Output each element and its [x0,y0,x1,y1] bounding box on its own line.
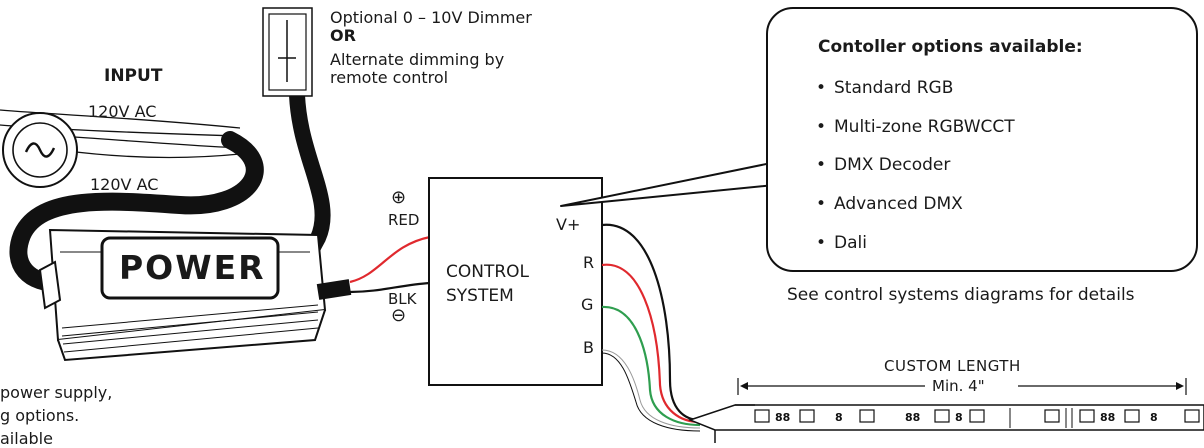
black-wire [349,281,431,294]
ac-plug-icon [0,109,241,188]
plus-symbol: ⊕ [391,187,407,208]
control-line1: CONTROL [446,262,530,282]
dimmer-alternate-label: Alternate dimming by [330,50,505,69]
callout-item-standard-rgb: •Standard RGB [816,78,954,98]
svg-text:8: 8 [1150,411,1158,424]
svg-text:88: 88 [905,411,920,424]
blk-label: BLK [388,290,417,308]
terminal-vplus: V+ [556,215,581,234]
terminal-r: R [583,253,595,272]
b-wire-2 [601,352,701,432]
min-length-label: Min. 4" [932,377,985,395]
terminal-b: B [583,338,594,357]
power-supply-icon [38,228,327,362]
power-output-cable [316,279,352,300]
vplus-wire [601,223,701,422]
dimmer-switch-icon [262,7,313,97]
custom-length-label: CUSTOM LENGTH [884,357,1021,375]
control-box [428,177,603,386]
callout-box [766,7,1198,272]
led-strip-icon: 88 8 88 8 88 8 [687,404,1204,443]
control-line2: SYSTEM [446,286,514,306]
dimmer-optional-label: Optional 0 – 10V Dimmer [330,8,532,27]
r-wire [601,263,701,424]
svg-text:88: 88 [1100,411,1115,424]
input-title: INPUT [104,66,163,86]
svg-text:88: 88 [775,411,790,424]
power-input-cable [9,131,264,292]
power-label: POWER [119,248,266,287]
b-wire-1 [601,349,701,429]
input-ac-top: 120V AC [88,102,157,121]
left-note-line3: ailable [0,429,53,448]
minus-symbol: ⊖ [391,305,407,326]
see-details-note: See control systems diagrams for details [787,285,1135,305]
left-note-line2: g options. [0,406,80,425]
terminal-g: G [581,295,594,314]
callout-title: Contoller options available: [818,37,1083,57]
red-label: RED [388,211,420,229]
callout-item-dmx-decoder: •DMX Decoder [816,155,951,175]
g-wire [601,305,701,427]
callout-item-advanced-dmx: •Advanced DMX [816,194,963,214]
callout-item-dali: •Dali [816,233,867,253]
custom-length-arrow [737,378,1187,395]
svg-text:8: 8 [955,411,963,424]
callout-item-multizone: •Multi-zone RGBWCCT [816,117,1015,137]
dimmer-remote-label: remote control [330,68,449,87]
input-ac-bottom: 120V AC [90,175,159,194]
svg-text:8: 8 [835,411,843,424]
left-note-line1: power supply, [0,383,113,402]
red-wire [349,235,431,284]
dimmer-or-label: OR [330,26,356,45]
